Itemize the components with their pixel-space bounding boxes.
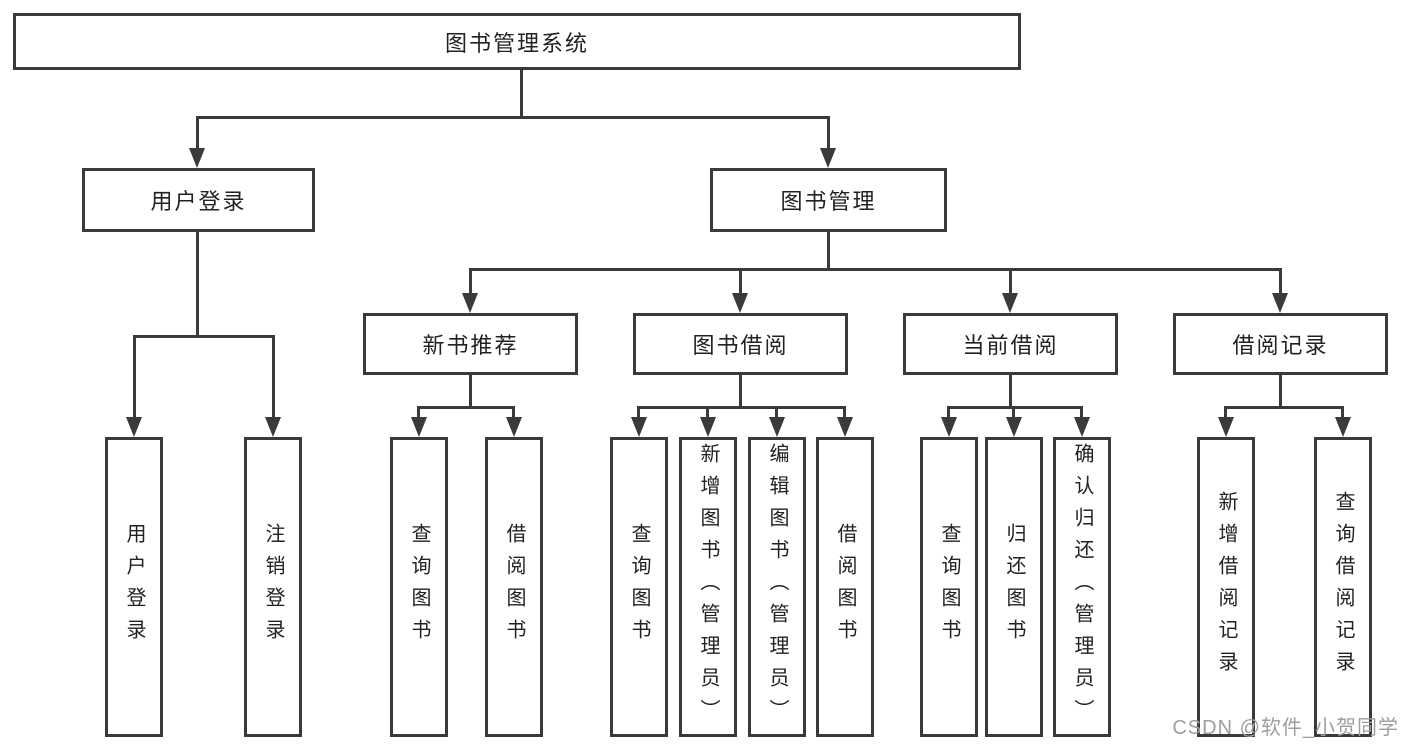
node-book-borrowing: 图书借阅: [633, 313, 848, 375]
arrowhead-icon: [941, 417, 957, 437]
node-new-book-recommend: 新书推荐: [363, 313, 578, 375]
connector-vline: [739, 373, 742, 409]
connector-vline: [1279, 268, 1282, 296]
arrowhead-icon: [411, 417, 427, 437]
connector-vline: [637, 406, 640, 420]
connector-vline: [1009, 373, 1012, 409]
connector-vline: [1009, 268, 1012, 296]
arrowhead-icon: [732, 293, 748, 313]
connector-hline: [948, 406, 1083, 409]
connector-vline: [133, 335, 136, 420]
arrowhead-icon: [1006, 417, 1022, 437]
connector-hline: [133, 335, 275, 338]
node-user-login: 用户登录: [82, 168, 315, 232]
connector-hline: [418, 406, 515, 409]
connector-vline: [1224, 406, 1227, 420]
leaf-cb-confirm-return-admin: 确认归还（管理员）: [1053, 437, 1111, 737]
connector-vline: [827, 116, 830, 151]
arrowhead-icon: [820, 148, 836, 168]
leaf-nbr-query-books: 查询图书: [390, 437, 448, 737]
node-book-management: 图书管理: [710, 168, 947, 232]
leaf-nbr-borrow-books: 借阅图书: [485, 437, 543, 737]
arrowhead-icon: [1272, 293, 1288, 313]
leaf-bb-borrow-books: 借阅图书: [816, 437, 874, 737]
connector-vline: [196, 230, 199, 338]
connector-vline: [1080, 406, 1083, 420]
connector-vline: [469, 373, 472, 409]
connector-vline: [1279, 373, 1282, 409]
connector-vline: [512, 406, 515, 420]
connector-vline: [706, 406, 709, 420]
arrowhead-icon: [1335, 417, 1351, 437]
connector-hline: [469, 268, 1282, 271]
connector-vline: [196, 116, 199, 151]
leaf-br-add-record: 新增借阅记录: [1197, 437, 1255, 737]
leaf-bb-add-books-admin: 新增图书（管理员）: [679, 437, 737, 737]
connector-vline: [469, 268, 472, 296]
arrowhead-icon: [1218, 417, 1234, 437]
arrowhead-icon: [631, 417, 647, 437]
connector-vline: [843, 406, 846, 420]
arrowhead-icon: [837, 417, 853, 437]
leaf-cb-return-books: 归还图书: [985, 437, 1043, 737]
connector-vline: [417, 406, 420, 420]
leaf-logout: 注销登录: [244, 437, 302, 737]
connector-vline: [827, 230, 830, 271]
node-borrowing-records: 借阅记录: [1173, 313, 1388, 375]
arrowhead-icon: [769, 417, 785, 437]
connector-hline: [1225, 406, 1344, 409]
connector-vline: [1012, 406, 1015, 420]
leaf-bb-query-books: 查询图书: [610, 437, 668, 737]
leaf-bb-edit-books-admin: 编辑图书（管理员）: [748, 437, 806, 737]
connector-vline: [272, 335, 275, 420]
node-library-system: 图书管理系统: [13, 13, 1021, 70]
connector-vline: [775, 406, 778, 420]
arrowhead-icon: [506, 417, 522, 437]
arrowhead-icon: [1074, 417, 1090, 437]
connector-vline: [947, 406, 950, 420]
node-current-borrowing: 当前借阅: [903, 313, 1118, 375]
leaf-cb-query-books: 查询图书: [920, 437, 978, 737]
arrowhead-icon: [265, 417, 281, 437]
leaf-user-login: 用户登录: [105, 437, 163, 737]
leaf-br-query-record: 查询借阅记录: [1314, 437, 1372, 737]
arrowhead-icon: [126, 417, 142, 437]
arrowhead-icon: [189, 148, 205, 168]
connector-hline: [638, 406, 846, 409]
arrowhead-icon: [1002, 293, 1018, 313]
arrowhead-icon: [462, 293, 478, 313]
watermark: CSDN @软件_小贺同学: [1172, 717, 1399, 739]
connector-vline: [520, 68, 523, 118]
connector-vline: [739, 268, 742, 296]
connector-vline: [1341, 406, 1344, 420]
connector-hline: [196, 116, 830, 119]
arrowhead-icon: [700, 417, 716, 437]
